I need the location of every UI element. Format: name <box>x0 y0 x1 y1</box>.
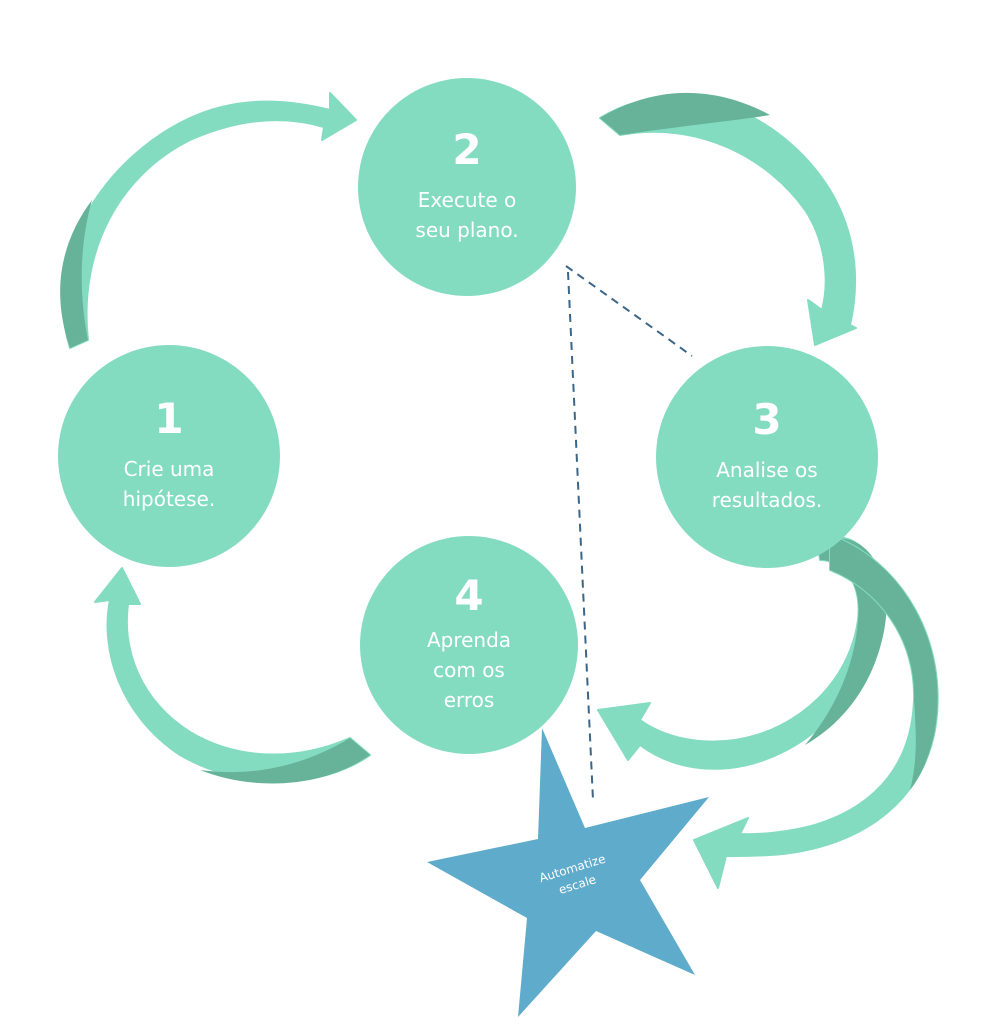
arrow-1-to-2 <box>61 92 357 349</box>
step-number: 4 <box>454 571 484 620</box>
step-number: 3 <box>752 395 782 444</box>
step-label: Analise os resultados. <box>711 458 823 512</box>
step-number: 1 <box>154 394 184 443</box>
arrow-1-to-2-shade <box>60 200 92 348</box>
arrow-2-to-3-shade <box>600 92 770 135</box>
step-label: Crie uma hipótese. <box>122 457 216 511</box>
step-circle-3: 3 Analise os resultados. <box>656 346 878 568</box>
step-label: Execute o seu plano. <box>415 188 519 242</box>
step-circle-4: 4 Aprenda com os erros <box>360 536 578 754</box>
dashed-line-2-to-star <box>567 271 594 801</box>
step-circle-1: 1 Crie uma hipótese. <box>58 345 280 567</box>
star-shape <box>427 728 709 1017</box>
step-label: Aprenda com os erros <box>426 628 512 712</box>
arrow-4-to-1 <box>94 567 371 783</box>
arrow-2-to-3 <box>599 96 857 346</box>
step-number: 2 <box>452 125 482 174</box>
arrow-3-to-star-shade <box>830 535 938 790</box>
arrow-4-to-1-shade <box>200 738 370 784</box>
dashed-line-2-to-3 <box>565 265 693 357</box>
step-circle-2: 2 Execute o seu plano. <box>358 78 576 296</box>
